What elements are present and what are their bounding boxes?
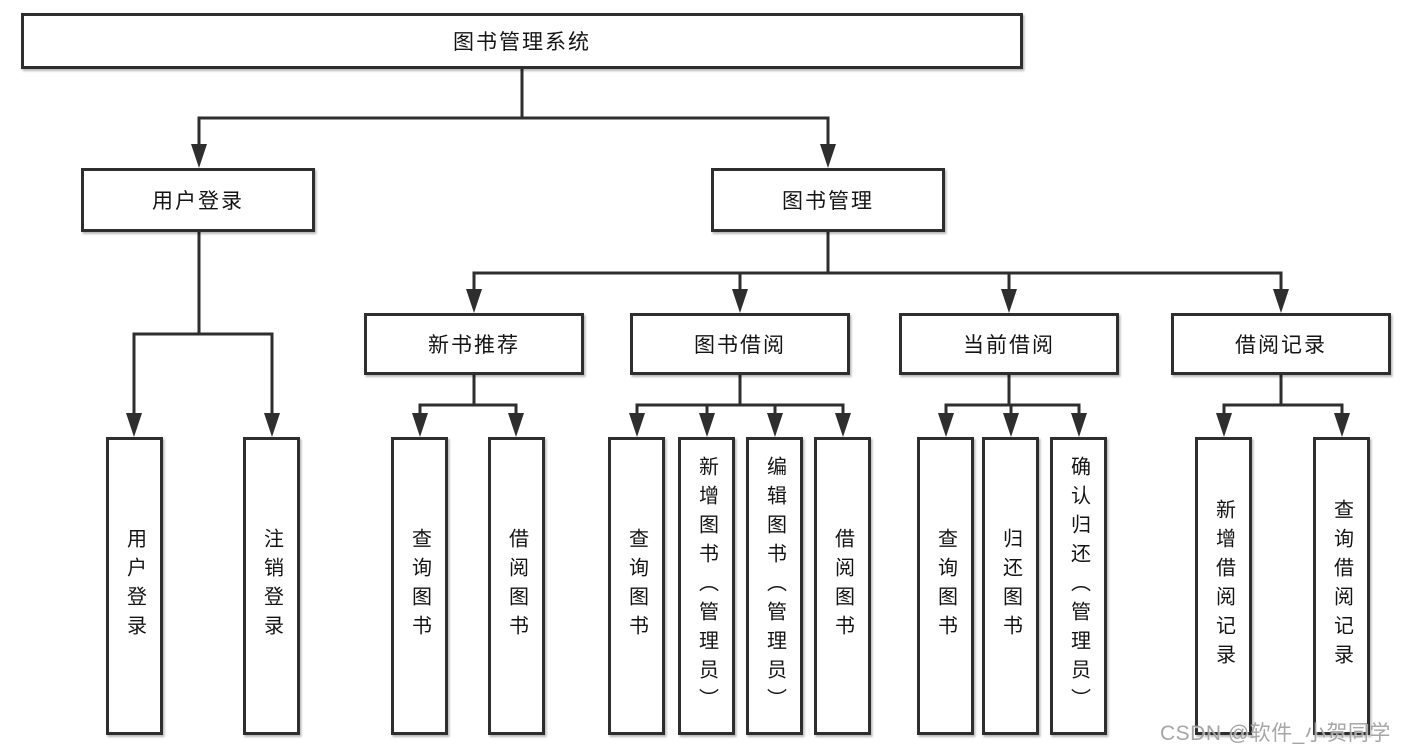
node-new-book-recommend: 新书推荐	[364, 313, 584, 375]
node-current-borrow: 当前借阅	[899, 313, 1119, 375]
leaf-edit-book-admin: 编辑图书（管理员）	[746, 437, 803, 735]
node-borrow-records-label: 借阅记录	[1235, 334, 1327, 357]
node-borrow-records: 借阅记录	[1171, 313, 1391, 375]
leaf-query-books-current: 查询图书	[917, 437, 974, 735]
leaf-borrow-books-recommend: 借阅图书	[488, 437, 545, 735]
leaf-query-books-borrow: 查询图书	[608, 437, 665, 735]
arrowheads	[126, 144, 1350, 437]
leaf-confirm-return-admin: 确认归还（管理员）	[1050, 437, 1107, 735]
leaf-edit-book-admin-label: 编辑图书（管理员）	[763, 455, 786, 717]
leaf-query-books-borrow-label: 查询图书	[625, 528, 648, 644]
node-book-borrow-label: 图书借阅	[694, 334, 786, 357]
leaf-borrow-books-recommend-label: 借阅图书	[505, 528, 528, 644]
node-book-borrow: 图书借阅	[630, 313, 850, 375]
csdn-watermark: CSDN @软件_小贺同学	[1160, 722, 1391, 745]
node-book-management-label: 图书管理	[782, 190, 874, 213]
leaf-add-borrow-record-label: 新增借阅记录	[1212, 499, 1235, 673]
leaf-query-books-recommend: 查询图书	[391, 437, 448, 735]
node-root-label: 图书管理系统	[453, 31, 591, 54]
leaf-query-borrow-record-label: 查询借阅记录	[1330, 499, 1353, 673]
node-user-login-label: 用户登录	[152, 190, 244, 213]
leaf-borrow-books: 借阅图书	[814, 437, 871, 735]
leaf-return-book: 归还图书	[982, 437, 1039, 735]
leaf-user-login-label: 用户登录	[123, 528, 146, 644]
node-current-borrow-label: 当前借阅	[963, 334, 1055, 357]
leaf-return-book-label: 归还图书	[999, 528, 1022, 644]
node-new-book-recommend-label: 新书推荐	[428, 334, 520, 357]
leaf-add-book-admin: 新增图书（管理员）	[678, 437, 735, 735]
node-book-management: 图书管理	[711, 168, 945, 232]
leaf-add-book-admin-label: 新增图书（管理员）	[695, 455, 718, 717]
node-root-system: 图书管理系统	[21, 13, 1023, 69]
leaf-user-login: 用户登录	[106, 437, 163, 735]
leaf-query-borrow-record: 查询借阅记录	[1313, 437, 1370, 735]
leaf-confirm-return-admin-label: 确认归还（管理员）	[1067, 455, 1090, 717]
leaf-logout: 注销登录	[243, 437, 300, 735]
leaf-logout-label: 注销登录	[260, 528, 283, 644]
leaf-add-borrow-record: 新增借阅记录	[1195, 437, 1252, 735]
node-user-login: 用户登录	[81, 168, 315, 232]
leaf-borrow-books-label: 借阅图书	[831, 528, 854, 644]
leaf-query-books-current-label: 查询图书	[934, 528, 957, 644]
leaf-query-books-recommend-label: 查询图书	[408, 528, 431, 644]
